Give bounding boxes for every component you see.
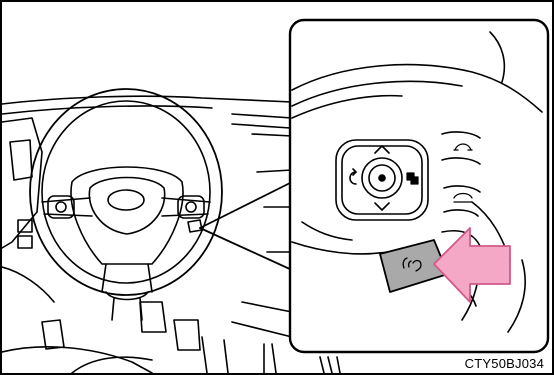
steering-wheel: [18, 89, 222, 320]
figure-code: CTY50BJ034: [463, 356, 546, 371]
center-dot-icon: [379, 175, 385, 181]
callout-leader: [200, 182, 292, 270]
callout-box: [290, 20, 548, 352]
